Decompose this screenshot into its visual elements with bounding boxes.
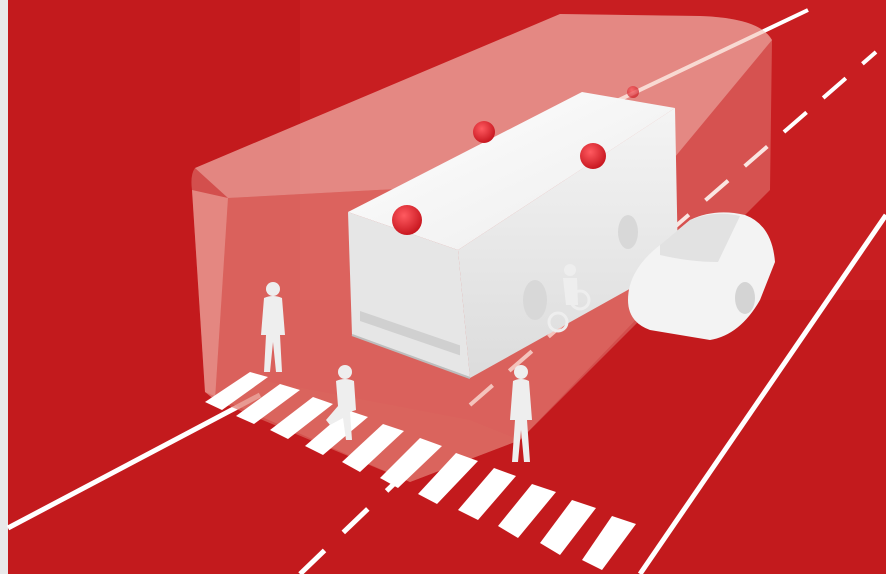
sensor-dot: [627, 86, 639, 98]
sensor-dot: [473, 121, 495, 143]
sensor-dot: [392, 205, 422, 235]
sensor-dot: [580, 143, 606, 169]
